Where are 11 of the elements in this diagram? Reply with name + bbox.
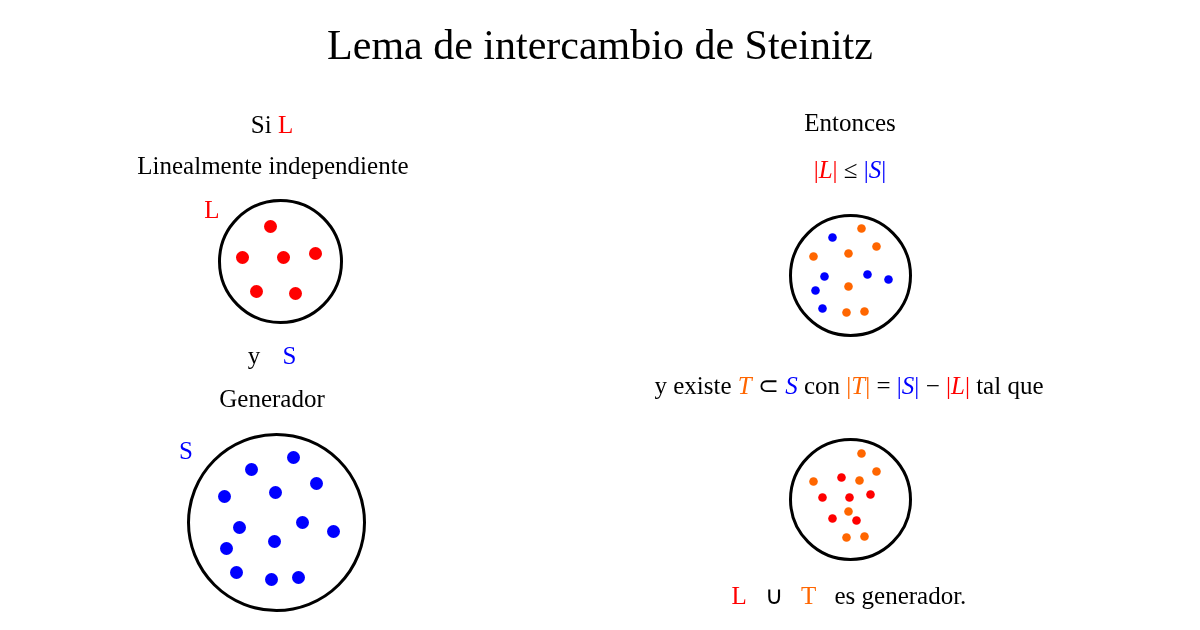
statement-text: y existe T ⊂ S con |T| = |S| − |L| tal que [654, 372, 1044, 400]
diagram-title: Lema de intercambio de Steinitz [327, 21, 873, 69]
property-text: Linealmente independiente [137, 152, 409, 180]
inequality-formula: |L| ≤ |S| [813, 156, 887, 184]
property-text: Generador [219, 385, 325, 413]
statement-text: L ∪ T es generador. [731, 582, 967, 610]
set-label: S [179, 437, 193, 465]
premise-text: Si L [250, 111, 294, 139]
conclusion-text: Entonces [804, 109, 896, 137]
premise-text: y S [247, 342, 297, 370]
set-label: L [204, 196, 220, 224]
